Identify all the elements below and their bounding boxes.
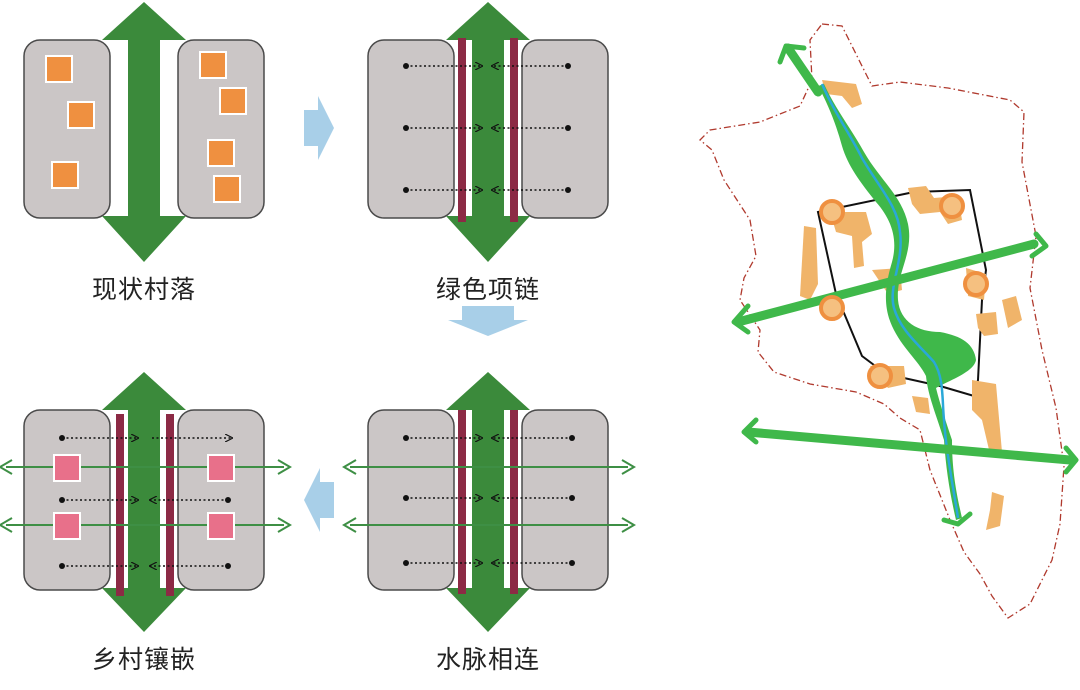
hedge-strip-right (166, 414, 174, 596)
flow-arrow-left (304, 468, 334, 532)
node-circle (819, 199, 845, 225)
hedge-strip-left (458, 410, 466, 594)
village-block-left (367, 39, 455, 219)
village-house (213, 175, 241, 203)
connection-arrows (406, 438, 572, 563)
hedge-strip-right (510, 410, 518, 594)
river-line (820, 83, 960, 519)
water-lines (0, 459, 292, 533)
village-node-circles (819, 193, 989, 389)
village-node (53, 454, 81, 482)
panel-green-necklace (367, 2, 609, 262)
village-block-left (367, 409, 455, 591)
green-corridor-arrow (446, 372, 530, 632)
village-house (199, 51, 227, 79)
green-corridor-arrow (102, 372, 186, 632)
village-nodes (53, 454, 235, 540)
master-plan-map (699, 23, 1079, 619)
connection-arrows (406, 66, 568, 190)
hedge-strip-left (458, 38, 466, 222)
village-houses (45, 51, 247, 203)
node-circle (819, 295, 845, 321)
village-node (207, 454, 235, 482)
panel-rural-mosaic (0, 372, 292, 632)
village-block-right (177, 39, 265, 219)
caption-green-necklace: 绿色项链 (435, 275, 541, 304)
water-lines (342, 459, 636, 533)
village-house (67, 101, 95, 129)
caption-existing-villages: 现状村落 (91, 275, 197, 304)
village-block-right (521, 409, 609, 591)
village-house (207, 139, 235, 167)
caption-rural-mosaic: 乡村镶嵌 (91, 645, 197, 674)
green-corridor-arrow (102, 2, 186, 262)
village-node (53, 512, 81, 540)
village-node (207, 512, 235, 540)
node-circle (963, 271, 989, 297)
node-circle (939, 193, 965, 219)
panel-water-veins (342, 372, 636, 632)
flow-arrow-down (448, 306, 528, 336)
panel-existing-villages (23, 2, 265, 262)
caption-water-veins: 水脉相连 (435, 645, 541, 674)
axis-arrowheads (731, 43, 1079, 527)
green-corridor-band (818, 84, 976, 520)
green-corridor-arrow (446, 2, 530, 262)
hedge-strip-right (510, 38, 518, 222)
village-block-right (521, 39, 609, 219)
village-house (45, 55, 73, 83)
village-house (51, 161, 79, 189)
connection-arrows (62, 438, 232, 566)
site-boundary (699, 23, 1065, 619)
hedge-strip-left (116, 414, 124, 596)
green-axes (733, 43, 1075, 465)
flow-arrow-right (304, 96, 334, 160)
node-circle (867, 363, 893, 389)
village-house (219, 87, 247, 115)
